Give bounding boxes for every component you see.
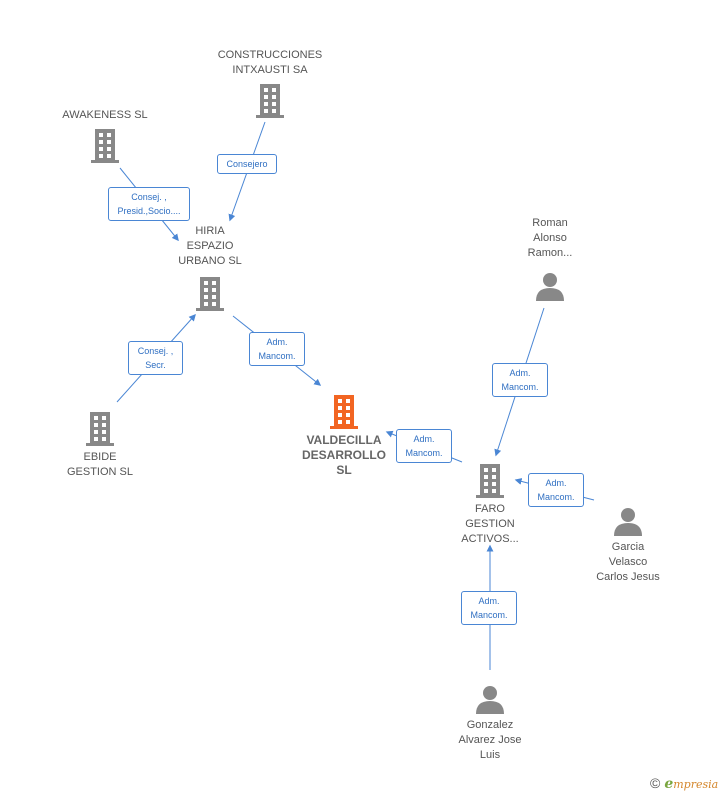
building-icon xyxy=(476,464,504,498)
node-label: Roman Alonso Ramon... xyxy=(527,217,573,259)
person-icon xyxy=(536,273,564,301)
edge-label-awakeness-hiria: Consej. , Presid.,Socio.... xyxy=(108,187,190,221)
copyright-icon: © xyxy=(650,775,661,791)
node-label: VALDECILLA DESARROLLO SL xyxy=(302,433,386,477)
node-roman[interactable]: Roman Alonso Ramon... xyxy=(510,216,590,301)
edge-label-faro-valdecilla: Adm. Mancom. xyxy=(396,429,452,463)
node-valdecilla[interactable]: VALDECILLA DESARROLLO SL xyxy=(293,393,395,478)
node-label: Garcia Velasco Carlos Jesus xyxy=(596,541,660,583)
node-label: Gonzalez Alvarez Jose Luis xyxy=(458,719,522,761)
footer-brand: ©empresia xyxy=(650,775,718,792)
node-label: FARO GESTION ACTIVOS... xyxy=(461,503,519,545)
node-construcciones-intxausti[interactable]: CONSTRUCCIONES INTXAUSTI SA xyxy=(210,48,330,118)
node-hiria[interactable]: HIRIA ESPAZIO URBANO SL xyxy=(160,224,260,311)
node-faro[interactable]: FARO GESTION ACTIVOS... xyxy=(440,462,540,547)
edge-label-construcciones-hiria: Consejero xyxy=(217,154,277,174)
brand-rest: mpresia xyxy=(673,778,719,791)
edge-label-gonzalez-faro: Adm. Mancom. xyxy=(461,591,517,625)
building-icon xyxy=(330,395,358,429)
person-icon xyxy=(614,508,642,536)
brand-initial: e xyxy=(664,776,674,792)
node-gonzalez[interactable]: Gonzalez Alvarez Jose Luis xyxy=(440,684,540,763)
building-icon xyxy=(86,412,114,446)
node-garcia[interactable]: Garcia Velasco Carlos Jesus xyxy=(580,506,676,585)
person-icon xyxy=(476,686,504,714)
edge-label-garcia-faro: Adm. Mancom. xyxy=(528,473,584,507)
brand-logo: empresia xyxy=(664,776,719,792)
node-label: AWAKENESS SL xyxy=(62,109,148,121)
building-icon xyxy=(256,84,284,118)
building-icon xyxy=(196,277,224,311)
edge-label-roman-faro: Adm. Mancom. xyxy=(492,363,548,397)
edge-label-ebide-hiria: Consej. , Secr. xyxy=(128,341,183,375)
building-icon xyxy=(91,129,119,163)
node-label: CONSTRUCCIONES INTXAUSTI SA xyxy=(217,49,323,76)
node-label: HIRIA ESPAZIO URBANO SL xyxy=(178,225,242,267)
edge-label-hiria-valdecilla: Adm. Mancom. xyxy=(249,332,305,366)
node-label: EBIDE GESTION SL xyxy=(66,451,134,478)
node-awakeness[interactable]: AWAKENESS SL xyxy=(50,108,160,163)
node-ebide[interactable]: EBIDE GESTION SL xyxy=(50,410,150,480)
